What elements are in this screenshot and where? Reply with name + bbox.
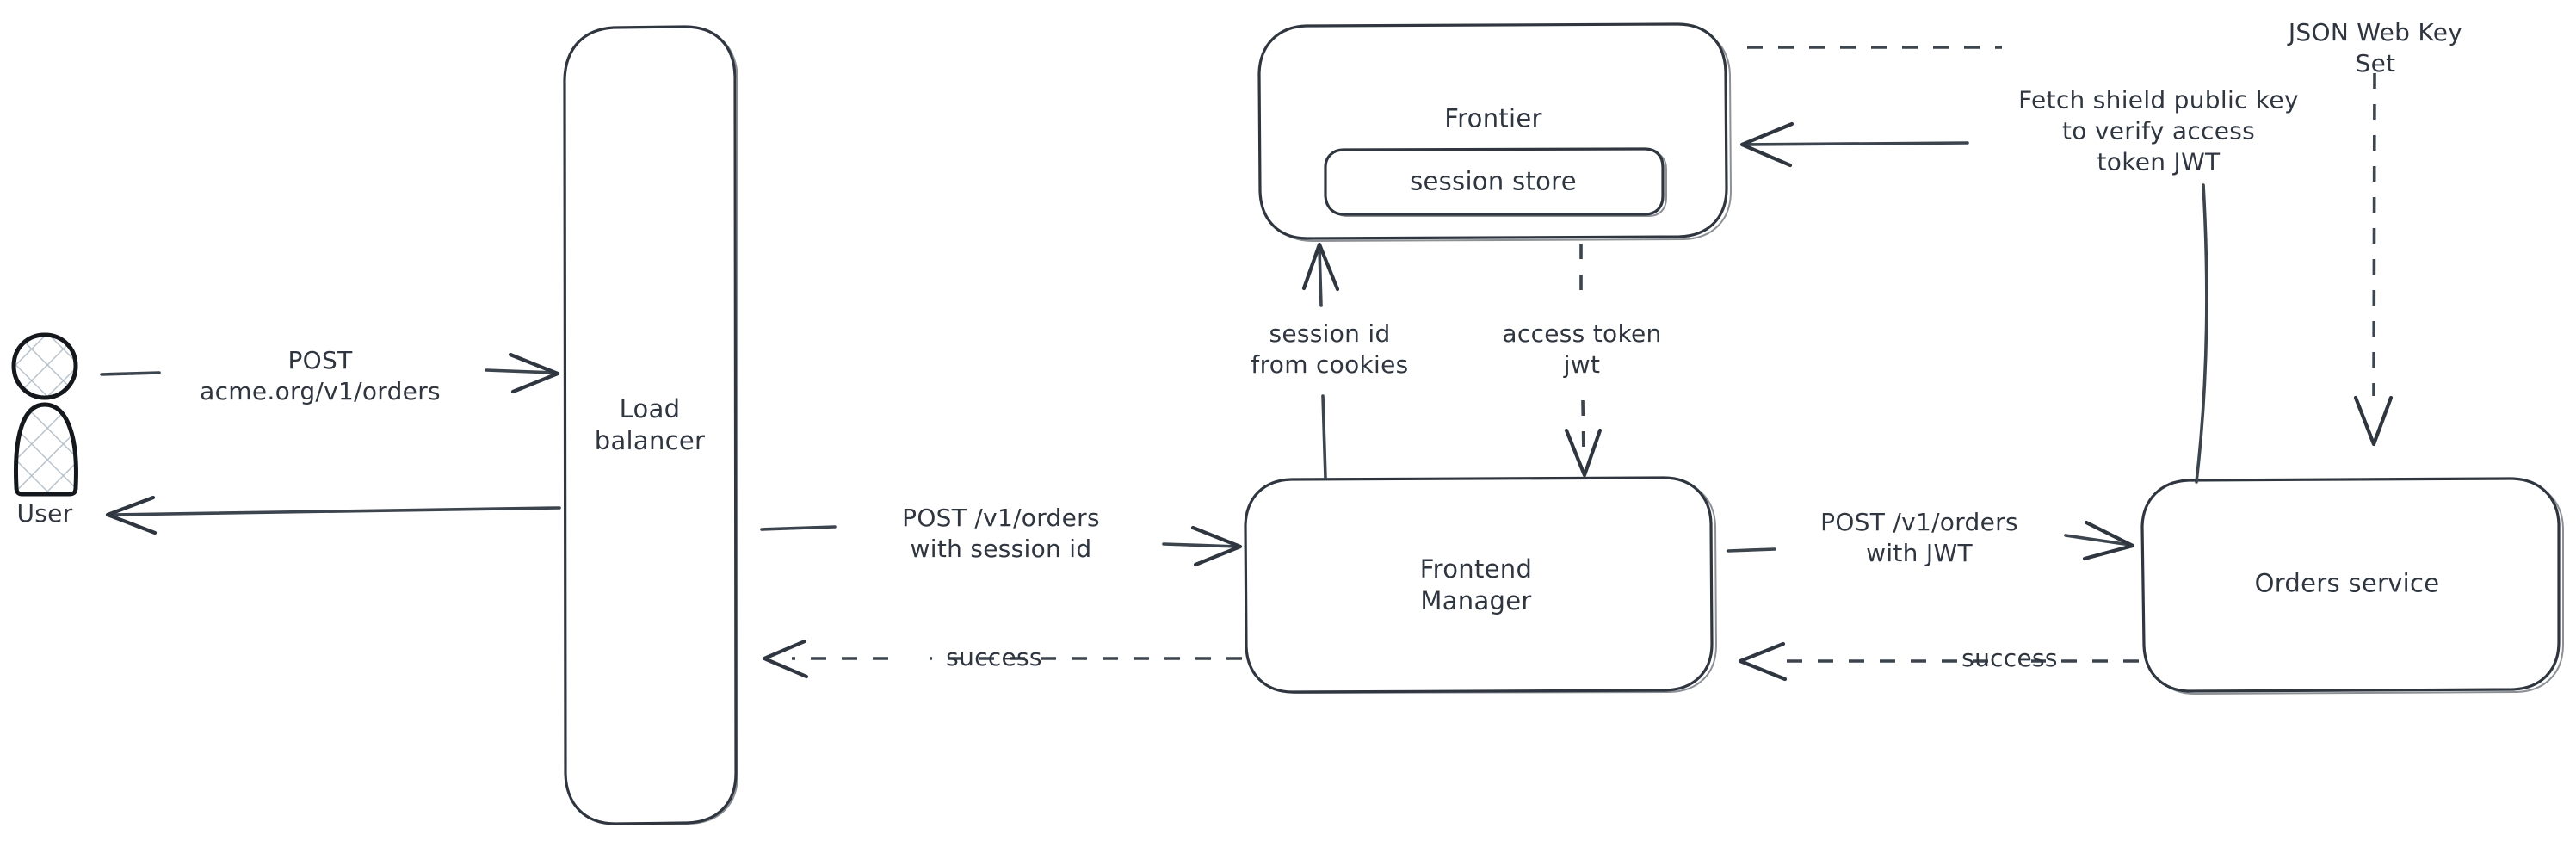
load-balancer-node[interactable]	[563, 25, 738, 825]
edge-frontend-manager-to-frontier	[1301, 242, 1340, 479]
edge-load-balancer-to-frontend-manager	[760, 525, 1243, 567]
load-balancer-label: Load balancer	[594, 393, 706, 455]
frontend-manager-label: Frontend Manager	[1419, 553, 1533, 615]
edge-frontier-to-orders-service-jwks	[1747, 46, 2394, 447]
edge-label-user-to-load-balancer: POST acme.org/v1/orders	[200, 346, 441, 405]
edge-frontier-to-frontend-manager	[1564, 244, 1603, 478]
edge-frontend-manager-to-orders-service	[1727, 520, 2135, 561]
edge-frontend-manager-to-load-balancer	[762, 639, 1242, 679]
session-store-label: session store	[1410, 166, 1577, 196]
user-label: User	[16, 499, 73, 529]
edge-label-frontier-to-orders-service-jwks: JSON Web Key Set	[2288, 18, 2463, 77]
edge-label-orders-service-to-frontend-manager: success	[1961, 644, 2058, 673]
edge-orders-service-to-frontend-manager	[1738, 641, 2139, 682]
edge-label-frontend-manager-to-load-balancer: success	[946, 643, 1042, 672]
edge-user-to-load-balancer	[100, 352, 560, 394]
orders-service-label: Orders service	[2254, 568, 2440, 598]
frontier-label: Frontier	[1444, 103, 1542, 133]
edge-label-frontend-manager-to-frontier: session id from cookies	[1251, 319, 1409, 379]
edge-label-orders-service-to-frontier: Fetch shield public key to verify access…	[2018, 85, 2299, 176]
edge-load-balancer-to-user	[105, 495, 561, 535]
person-icon	[11, 332, 78, 497]
frontend-manager-node[interactable]	[1244, 476, 1717, 694]
edge-orders-service-to-frontier	[1739, 121, 2208, 484]
session-store-node[interactable]	[1324, 147, 1667, 217]
edge-label-frontend-manager-to-orders-service: POST /v1/orders with JWT	[1820, 508, 2018, 567]
edge-label-load-balancer-to-frontend-manager: POST /v1/orders with session id	[902, 504, 1100, 563]
orders-service-node[interactable]	[2140, 477, 2564, 695]
edge-label-frontier-to-frontend-manager: access token jwt	[1502, 319, 1662, 379]
